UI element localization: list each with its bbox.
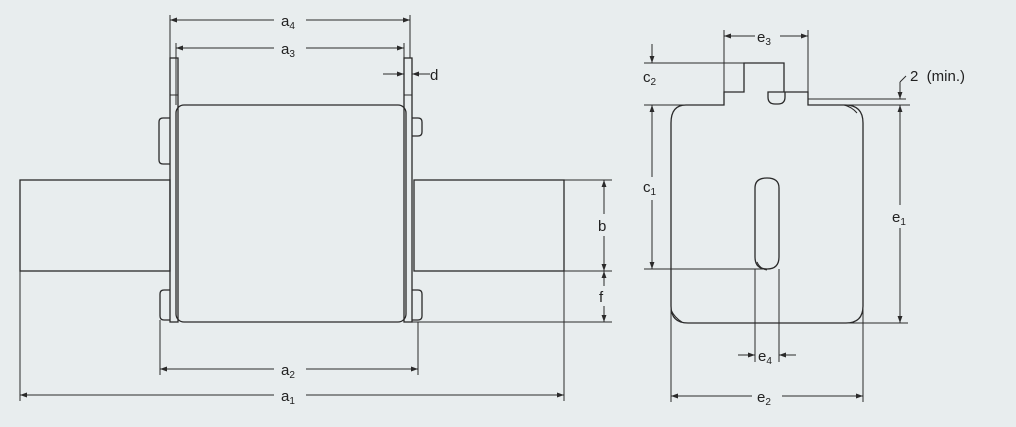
fuse-body [175,104,407,323]
right-lower-screw [412,289,423,321]
right-end-plate [403,57,413,323]
dim-label-e2: e2 [757,389,771,408]
dim-label-c1: c1 [643,179,657,198]
dim-label-c2: c2 [643,69,657,88]
dim-label-d: d [430,67,438,84]
dim-label-e4: e4 [758,348,772,367]
dim-label-a1: a1 [281,388,295,407]
dim-label-a3: a3 [281,41,295,60]
dim-label-e1: e1 [892,209,906,228]
dim-label-e3: e3 [757,29,771,48]
right-upper-screw [412,117,423,137]
left-blade [19,179,171,272]
left-upper-screw [158,117,170,165]
dim-label-a4: a4 [281,13,295,32]
left-lower-screw [159,289,170,321]
dim-label-min: 2 (min.) [910,68,965,85]
front-body-outline [670,62,864,324]
dim-label-b: b [598,218,606,235]
front-view: e3 c2 2 (min.) c1 e1 e4 e2 [643,29,965,408]
center-slot [754,177,780,270]
dim-label-f: f [599,289,604,306]
dim-label-a2: a2 [281,362,295,381]
right-blade [413,179,565,272]
side-view: a4 a3 d b f a2 a1 [19,13,612,407]
left-end-plate [169,57,179,323]
